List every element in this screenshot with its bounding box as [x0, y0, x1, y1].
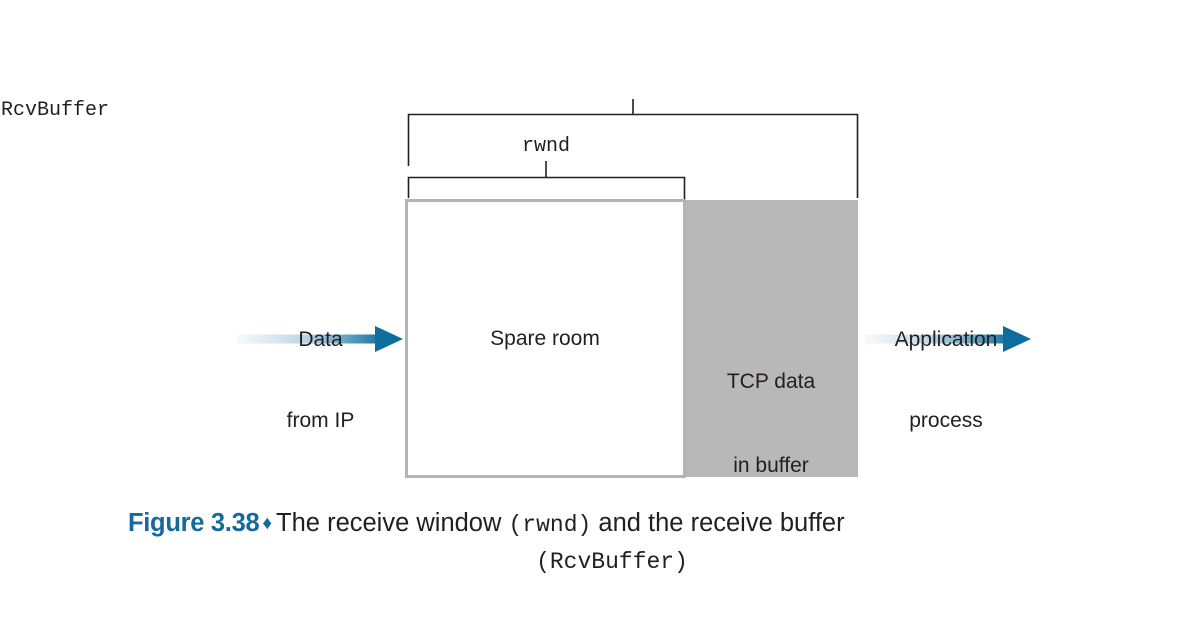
caption-rwnd-mono: (rwnd)	[508, 512, 592, 538]
rcvbuffer-bracket	[407, 99, 859, 198]
tcp-data-label-line-2: in buffer	[733, 453, 809, 477]
receive-buffer-box	[405, 199, 858, 478]
application-process-label: Application process	[856, 271, 1036, 489]
rcvbuffer-bracket-label-text: RcvBuffer	[0, 98, 110, 122]
application-process-label-line-2: process	[909, 409, 983, 433]
caption-line-2: (RcvBuffer)	[128, 542, 1078, 579]
caption-line-1: Figure 3.38♦The receive window (rwnd) an…	[128, 505, 1078, 542]
figure-caption: Figure 3.38♦The receive window (rwnd) an…	[128, 505, 1078, 578]
application-process-label-line-1: Application	[894, 327, 998, 351]
spare-room-label: Spare room	[490, 327, 600, 350]
caption-diamond-icon: ♦	[262, 513, 273, 534]
tcp-data-label: TCP data in buffer	[684, 313, 858, 535]
rcvbuffer-bracket-label: RcvBuffer	[0, 75, 633, 146]
caption-rcvbuffer-mono: (RcvBuffer)	[536, 548, 688, 575]
spare-room-region	[405, 199, 686, 478]
rwnd-bracket	[407, 161, 686, 200]
tcp-data-label-line-1: TCP data	[726, 370, 816, 394]
caption-text-part-2: and the receive buffer	[591, 509, 845, 537]
data-from-ip-arrow	[237, 326, 403, 352]
data-from-ip-label: Data from IP	[228, 271, 413, 489]
data-from-ip-label-line-2: from IP	[286, 409, 355, 433]
application-process-arrow	[865, 326, 1031, 352]
caption-text-part-1: The receive window	[276, 509, 509, 537]
data-from-ip-label-line-1: Data	[298, 327, 343, 351]
tcp-data-region	[684, 200, 858, 477]
figure-number: Figure 3.38	[128, 509, 260, 537]
rwnd-bracket-label: rwnd	[521, 135, 571, 158]
